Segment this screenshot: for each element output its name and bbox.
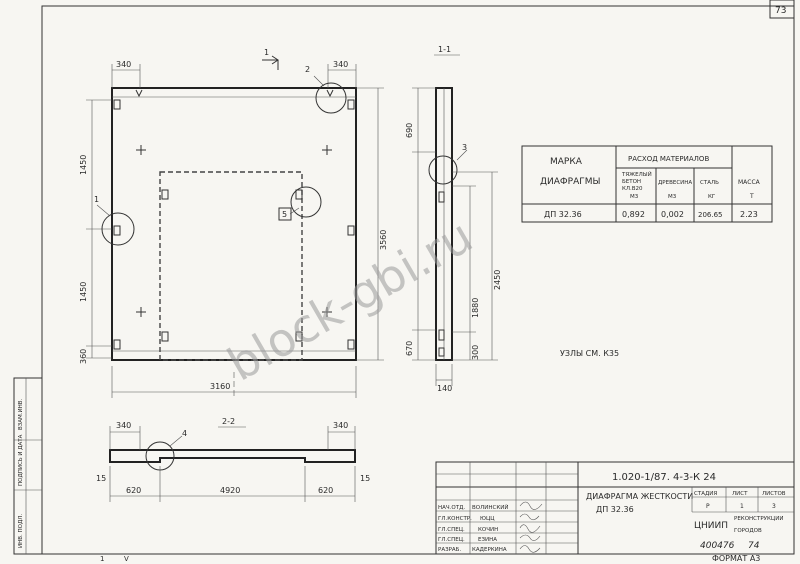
name-5: КАДЕРКИНА — [472, 547, 507, 553]
name-1: ВОЛИНСКИЙ — [472, 504, 508, 511]
role-5: РАЗРАБ. — [438, 547, 461, 553]
stage-value: Р — [706, 503, 710, 510]
sheets-header: ЛИСТОВ — [762, 491, 786, 497]
opening-outline — [159, 171, 303, 361]
footer-mark-2: V — [124, 555, 129, 563]
front-dim-bottom: 3160 — [210, 382, 230, 391]
bottom-code-2: 74 — [748, 541, 760, 551]
front-dim-top-left: 340 — [116, 60, 131, 69]
cut-marker: 1 — [264, 48, 269, 57]
panel-outline — [111, 87, 357, 361]
table-row-concrete: 0,892 — [622, 210, 645, 219]
bottom-dim-left-end: 15 — [96, 474, 106, 483]
materials-table: МАРКА ДИАФРАГМЫ РАСХОД МАТЕРИАЛОВ ТЯЖЕЛЫ… — [521, 145, 773, 223]
bottom-code: 400476 — [700, 541, 735, 551]
role-2: ГЛ.КОНСТР. — [438, 516, 472, 522]
table-header-mark2: ДИАФРАГМЫ — [540, 177, 601, 187]
table-concrete-2: БЕТОН — [622, 179, 641, 185]
side-dim-overall: 2450 — [493, 270, 502, 290]
org-name: ЦНИИП — [694, 521, 728, 531]
side-view: 1-1 3 690 670 1880 2450 300 140 — [405, 45, 502, 393]
sheet-header: ЛИСТ — [732, 491, 748, 497]
table-header-mark: МАРКА — [550, 157, 583, 167]
stamp-replace: ВЗАМ.ИНВ. — [18, 398, 24, 430]
page-number: 73 — [775, 6, 786, 16]
callout-5: 5 — [282, 210, 287, 219]
table-concrete-3: КЛ.В20 — [622, 186, 643, 192]
callout-4: 4 — [182, 429, 187, 438]
table-header-consumption: РАСХОД МАТЕРИАЛОВ — [628, 155, 709, 163]
bottom-dim-right-top: 340 — [333, 421, 348, 430]
side-dim-top: 690 — [405, 123, 414, 138]
side-dim-bottom: 670 — [405, 341, 414, 356]
table-wood-2: М3 — [668, 194, 677, 200]
table-concrete-4: М3 — [630, 194, 639, 200]
role-4: ГЛ.СПЕЦ. — [438, 537, 465, 543]
name-4: ЕЗИНА — [478, 537, 497, 543]
bottom-view: 2-2 4 340 340 15 15 620 4920 620 — [96, 417, 370, 502]
table-mass-2: Т — [749, 193, 754, 200]
name-2: ЮЦЦ — [480, 516, 495, 522]
doc-title: ДИАФРАГМА ЖЕСТКОСТИ — [586, 492, 693, 501]
front-dim-right-total: 3560 — [379, 230, 388, 250]
front-dim-top-right: 340 — [333, 60, 348, 69]
format-label: ФОРМАТ А3 — [712, 554, 760, 563]
title-block: 1.020-1/87. 4-3-К 24 ДИАФРАГМА ЖЕСТКОСТИ… — [435, 461, 795, 555]
role-1: НАЧ.ОТД. — [438, 505, 465, 511]
footer-mark-1: 1 — [100, 555, 104, 563]
bottom-profile — [109, 449, 356, 463]
callout-2: 2 — [305, 65, 310, 74]
stage-header: СТАДИЯ — [694, 491, 717, 497]
role-3: ГЛ.СПЕЦ. — [438, 527, 465, 533]
bottom-dim-seg-left: 620 — [126, 486, 141, 495]
doc-code: 1.020-1/87. 4-3-К 24 — [612, 472, 716, 483]
sheet-frame — [41, 5, 795, 555]
table-row-mass: 2.23 — [740, 210, 758, 219]
front-dim-left-lower: 1450 — [79, 282, 88, 302]
org-sub-2: ГОРОДОВ — [734, 528, 762, 534]
side-dim-width: 140 — [437, 384, 452, 393]
side-stamp: ИНВ. ПОДЛ. ПОДПИСЬ И ДАТА ВЗАМ.ИНВ. — [13, 377, 43, 555]
bottom-dim-right-end: 15 — [360, 474, 370, 483]
bottom-dim-left-top: 340 — [116, 421, 131, 430]
section-2-2-label: 2-2 — [222, 417, 235, 426]
table-mass-1: МАССА — [738, 179, 761, 186]
watermark: block-gbi.ru — [219, 208, 482, 391]
table-steel-2: КГ — [708, 194, 716, 200]
side-dim-mid: 1880 — [471, 298, 480, 318]
bottom-dim-seg-right: 620 — [318, 486, 333, 495]
front-dim-left-bottom: 360 — [79, 349, 88, 364]
table-steel-1: СТАЛЬ — [700, 180, 719, 186]
table-row-wood: 0,002 — [661, 210, 684, 219]
page-number-box — [769, 0, 795, 19]
name-3: КОЧИН — [478, 527, 498, 533]
sheet-value: 1 — [740, 503, 744, 510]
table-concrete-1: ТЯЖЕЛЫЙ — [621, 171, 652, 178]
stamp-sign: ПОДПИСЬ И ДАТА — [18, 434, 24, 486]
bottom-dim-seg-mid: 4920 — [220, 486, 240, 495]
callout-3: 3 — [462, 143, 467, 152]
side-dim-lower: 300 — [471, 345, 480, 360]
table-row-mark: ДП 32.36 — [544, 210, 582, 219]
callout-1: 1 — [94, 195, 99, 204]
table-wood-1: ДРЕВЕСИНА — [658, 180, 692, 186]
nodes-note: УЗЛЫ СМ. К35 — [560, 349, 619, 358]
front-view: 340 340 1450 1450 360 3560 3160 1 1 — [79, 48, 388, 398]
doc-mark: ДП 32.36 — [596, 505, 634, 514]
sheets-value: 3 — [772, 503, 776, 510]
stamp-inv: ИНВ. ПОДЛ. — [18, 514, 24, 548]
section-1-1-label: 1-1 — [438, 45, 451, 54]
front-dim-left-upper: 1450 — [79, 155, 88, 175]
table-row-steel: 206.65 — [698, 211, 723, 219]
org-sub-1: РЕКОНСТРУКЦИИ — [734, 516, 783, 522]
